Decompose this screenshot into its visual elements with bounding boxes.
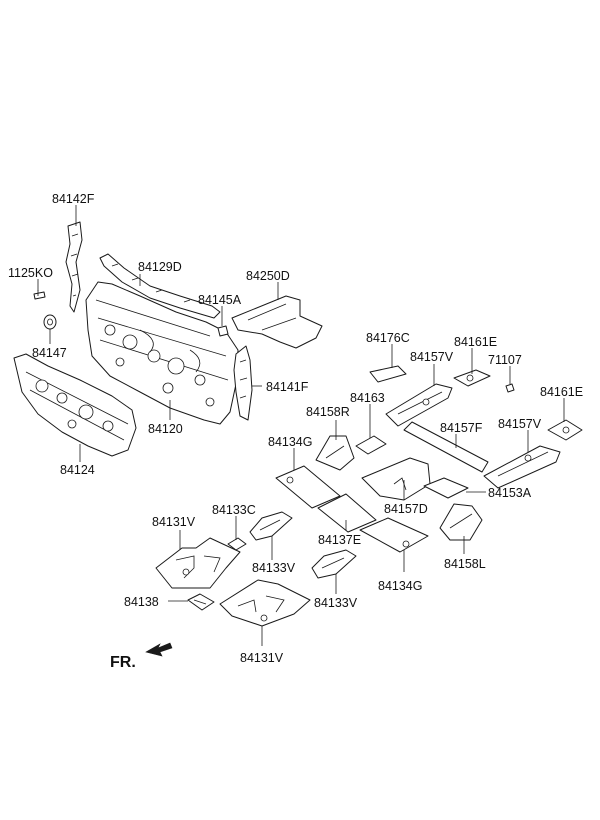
label-84157D: 84157D [384,502,428,516]
part-84147 [43,314,57,330]
label-84157V-a: 84157V [410,350,454,364]
part-84133V-a [249,511,293,541]
part-1125KO [33,290,46,300]
part-84124 [13,353,137,457]
label-84133C: 84133C [212,503,256,517]
label-84134G-a: 84134G [268,435,312,449]
part-84138 [187,593,215,611]
label-84153A: 84153A [488,486,532,500]
part-84141F [233,345,253,421]
part-84161E-a [453,369,491,387]
label-84163: 84163 [350,391,385,405]
part-84158R [315,435,355,471]
label-84157F: 84157F [440,421,483,435]
part-84157V-b [483,445,561,489]
part-84142F [65,221,83,313]
part-84250D [231,295,323,349]
label-84134G-b: 84134G [378,579,422,593]
part-84133C [227,537,247,551]
label-84158L: 84158L [444,557,486,571]
part-84157F [403,421,489,473]
label-84138: 84138 [124,595,159,609]
part-84134G-b [359,517,429,553]
label-84137E: 84137E [318,533,361,547]
label-84131V-b: 84131V [240,651,284,665]
label-84145A: 84145A [198,293,242,307]
label-71107: 71107 [488,353,522,367]
part-71107 [505,383,515,393]
label-84250D: 84250D [246,269,290,283]
label-84120: 84120 [148,422,183,436]
label-84133V-a: 84133V [252,561,296,575]
part-84137E [317,493,377,533]
part-84161E-b [547,419,583,441]
fr-direction-label: FR. [110,654,136,671]
label-84157V-b: 84157V [498,417,542,431]
label-84147: 84147 [32,346,67,360]
label-84142F: 84142F [52,192,95,206]
part-84120 [85,281,239,425]
part-84133V-b [311,549,357,579]
part-84176C [369,365,407,383]
part-84157V-a [385,383,453,427]
part-84153A [423,477,469,499]
label-84124: 84124 [60,463,95,477]
label-84158R: 84158R [306,405,350,419]
label-84161E-b: 84161E [540,385,583,399]
part-84129D [99,253,221,319]
label-84176C: 84176C [366,331,410,345]
part-84158L [439,503,483,541]
label-84161E-a: 84161E [454,335,497,349]
part-84134G-a [275,465,341,509]
part-84157D [361,457,431,501]
part-84131V-b [219,579,311,627]
label-84129D: 84129D [138,260,182,274]
front-direction-arrow-icon [145,642,173,657]
part-84145A [217,325,229,337]
label-84131V-a: 84131V [152,515,196,529]
label-84133V-b: 84133V [314,596,358,610]
part-84131V-a [155,537,241,589]
label-84141F: 84141F [266,380,309,394]
label-1125KO: 1125KO [8,266,53,280]
part-84163 [355,435,387,455]
